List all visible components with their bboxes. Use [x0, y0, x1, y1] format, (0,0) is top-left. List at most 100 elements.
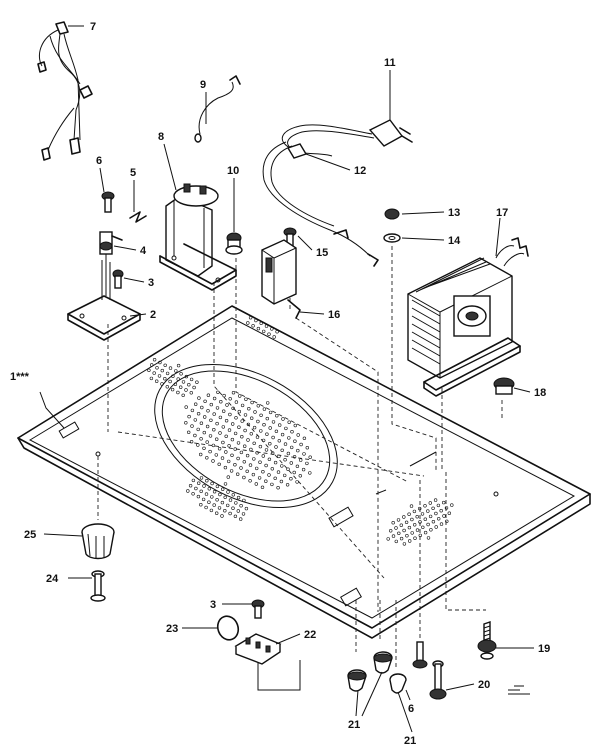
vent-hole: [212, 503, 216, 507]
vent-hole: [283, 473, 287, 478]
vent-hole: [158, 360, 162, 365]
vent-hole: [231, 391, 236, 395]
vent-hole: [290, 430, 294, 434]
vent-hole: [224, 434, 228, 438]
vent-hole: [196, 412, 201, 416]
vent-hole: [255, 451, 259, 455]
vent-hole: [402, 528, 406, 533]
vent-hole: [292, 470, 296, 475]
vent-hole: [305, 461, 309, 466]
vent-hole: [270, 467, 274, 471]
vent-hole: [184, 405, 188, 409]
vent-hole: [410, 517, 414, 522]
vent-hole: [193, 418, 198, 422]
base-plate: [17, 305, 591, 639]
vent-hole: [176, 363, 181, 368]
vent-hole: [275, 414, 279, 418]
vent-hole: [259, 413, 263, 417]
callout-25: 25: [24, 529, 36, 541]
vent-hole: [218, 431, 222, 435]
vent-hole: [231, 422, 235, 426]
capacitor: [159, 183, 237, 291]
vent-hole: [196, 494, 201, 499]
vent-hole: [255, 466, 259, 471]
vent-hole: [399, 523, 403, 527]
vent-hole: [264, 479, 268, 483]
vent-hole: [225, 403, 229, 407]
vent-hole: [190, 424, 194, 428]
vent-hole: [413, 523, 417, 527]
vent-hole: [188, 484, 193, 488]
screw-bottom: [412, 641, 428, 669]
vent-hole: [227, 459, 231, 464]
spring: [129, 211, 147, 223]
vent-hole: [447, 511, 451, 515]
vent-hole: [251, 472, 256, 477]
vent-hole: [211, 443, 216, 448]
vent-hole: [264, 324, 269, 328]
vent-hole: [234, 501, 238, 505]
vent-hole: [165, 385, 170, 389]
vent-hole: [267, 473, 271, 477]
vent-hole: [289, 461, 293, 465]
callout-6-bottom: 6: [408, 703, 414, 715]
vent-hole: [207, 487, 212, 491]
screw-lower: [251, 599, 265, 619]
vent-hole: [209, 508, 214, 513]
vent-hole: [197, 396, 201, 400]
vent-hole: [163, 377, 167, 381]
bolt: [429, 660, 447, 700]
callout-14: 14: [448, 235, 461, 247]
vent-hole: [223, 465, 228, 470]
callout-23: 23: [166, 623, 178, 635]
vent-hole: [415, 528, 420, 532]
vent-hole: [149, 376, 154, 381]
vent-hole: [211, 459, 215, 463]
vent-hole: [199, 452, 203, 457]
vent-hole: [171, 374, 175, 378]
vent-hole: [437, 517, 441, 521]
vent-hole: [193, 433, 197, 438]
vent-hole: [221, 487, 225, 491]
vent-hole: [396, 518, 401, 522]
foot-left: [347, 669, 367, 692]
vent-hole: [264, 448, 269, 452]
vent-hole: [248, 316, 253, 320]
vent-hole: [265, 432, 269, 436]
vent-hole: [256, 419, 260, 424]
vent-hole: [212, 428, 216, 432]
vent-hole: [408, 539, 412, 543]
vent-hole: [283, 442, 288, 446]
callout-2: 2: [150, 309, 156, 321]
callout-9: 9: [200, 79, 206, 91]
vent-hole: [296, 433, 300, 437]
vent-hole: [199, 489, 203, 493]
vent-hole: [434, 511, 438, 516]
vent-hole: [216, 390, 220, 394]
vent-hole: [274, 429, 279, 433]
vent-hole: [168, 379, 172, 384]
vent-hole: [426, 522, 430, 527]
vent-hole: [236, 441, 241, 445]
callout-22: 22: [304, 629, 316, 641]
vent-hole: [275, 330, 279, 334]
vent-hole: [238, 394, 242, 398]
vent-hole: [184, 421, 188, 425]
vent-hole: [308, 455, 312, 459]
vent-hole: [205, 440, 209, 444]
vent-hole: [420, 512, 425, 516]
callout-19: 19: [538, 643, 550, 655]
vent-hole: [224, 450, 228, 454]
vent-hole: [176, 377, 180, 381]
vent-hole: [276, 486, 280, 490]
vent-hole: [450, 503, 454, 507]
vent-hole: [236, 472, 240, 476]
vent-hole: [189, 440, 194, 444]
vent-hole: [256, 326, 261, 331]
vent-hole: [186, 489, 190, 493]
vent-hole: [273, 460, 278, 465]
vent-hole: [271, 435, 275, 440]
vent-hole: [203, 415, 207, 419]
vent-hole: [434, 525, 438, 529]
vent-hole: [278, 423, 282, 427]
